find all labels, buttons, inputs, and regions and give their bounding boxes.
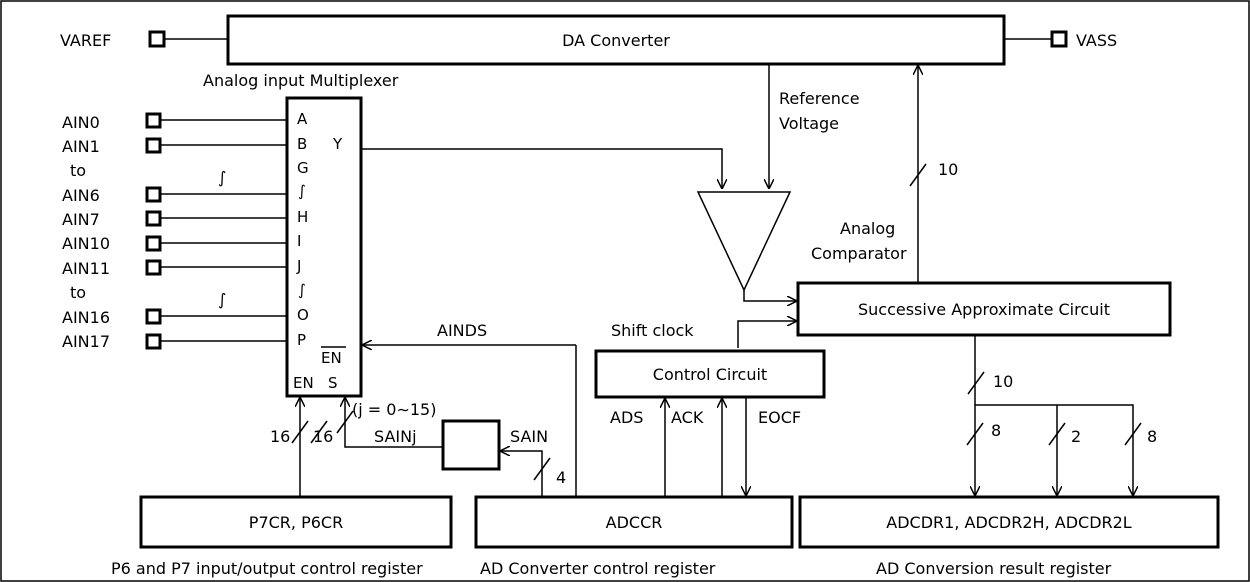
result-bus-width: 10 xyxy=(993,372,1013,391)
da-converter-block xyxy=(226,14,1006,66)
eocf-label: EOCF xyxy=(758,408,801,427)
varef-pin xyxy=(148,30,166,48)
ref-voltage-label-2: Voltage xyxy=(779,114,839,133)
control-circuit-label: Control Circuit xyxy=(653,365,767,384)
comparator-to-sar xyxy=(743,290,796,301)
mux-port-wave1: ∫ xyxy=(298,182,306,200)
j-range-label: (j = 0∼15) xyxy=(352,400,436,419)
ain16-label: AIN16 xyxy=(62,308,110,327)
adcdr1-slash xyxy=(966,422,984,446)
mux-y-to-comparator xyxy=(361,148,722,188)
mux-port-j: J xyxy=(296,257,301,275)
mux-port-g: G xyxy=(297,159,309,177)
control-circuit-block xyxy=(594,349,826,399)
comparator-label-2: Comparator xyxy=(811,244,907,263)
adcdr2h-slash xyxy=(1048,422,1066,446)
mux-port-labels: A B G ∫ H I J ∫ O P Y EN EN S xyxy=(293,110,346,392)
sar-to-da-width: 10 xyxy=(938,160,958,179)
p6p7-caption: P6 and P7 input/output control register xyxy=(111,559,423,578)
ack-label: ACK xyxy=(671,408,704,427)
ain11-label: AIN11 xyxy=(62,259,110,278)
mux-port-en-bar: EN xyxy=(321,349,342,367)
p6cr-slash xyxy=(310,420,328,444)
sainj-label: SAINj xyxy=(374,427,417,446)
ain7-label: AIN7 xyxy=(62,210,100,229)
successive-approximate-block xyxy=(796,281,1172,337)
adccr-caption: AD Converter control register xyxy=(480,559,716,578)
sain-width: 4 xyxy=(556,468,566,487)
shift-clock-label: Shift clock xyxy=(611,321,694,340)
ain1-label: AIN1 xyxy=(62,137,100,156)
ainds-label: AINDS xyxy=(437,321,487,340)
comparator-label-1: Analog xyxy=(840,219,895,238)
result-bus-slash xyxy=(967,371,985,395)
mux-port-y: Y xyxy=(332,135,343,153)
p7cr-width: 16 xyxy=(270,427,290,446)
ain16-pin xyxy=(145,308,162,325)
mux-port-wave2: ∫ xyxy=(298,281,306,299)
ain6-pin xyxy=(145,186,162,203)
ads-label: ADS xyxy=(610,408,643,427)
mux-port-p: P xyxy=(297,331,306,349)
mux-port-o: O xyxy=(297,306,309,324)
wave-left-2: ∫ xyxy=(218,290,226,309)
mux-port-en: EN xyxy=(293,374,314,392)
vass-label: VASS xyxy=(1076,31,1117,50)
mux-port-i: I xyxy=(297,232,301,250)
ain17-label: AIN17 xyxy=(62,332,110,351)
adcdr1-width: 8 xyxy=(991,421,1001,440)
ain17-pin xyxy=(145,333,162,350)
p7cr-p6cr-label: P7CR, P6CR xyxy=(249,513,343,532)
sar-to-da-slash xyxy=(909,163,927,187)
vass-pin xyxy=(1050,30,1068,48)
adcdr-caption: AD Conversion result register xyxy=(876,559,1112,578)
sain-label: SAIN xyxy=(510,427,548,446)
analog-comparator-symbol xyxy=(696,191,792,292)
adcdr2h-width: 2 xyxy=(1071,427,1081,446)
ain7-pin xyxy=(145,210,162,227)
p7cr-p6cr-block xyxy=(139,495,453,549)
ain10-pin xyxy=(145,235,162,252)
da-converter-label: DA Converter xyxy=(562,31,670,50)
p7cr-slash xyxy=(291,420,309,444)
ain6-label: AIN6 xyxy=(62,186,100,205)
adccr-block xyxy=(474,495,794,549)
sain-slash xyxy=(533,457,551,481)
adcdr-label: ADCDR1, ADCDR2H, ADCDR2L xyxy=(886,513,1132,532)
result-bus-branch-2l xyxy=(975,404,1133,495)
adcdr-block xyxy=(798,495,1220,549)
sain-bus xyxy=(501,451,543,497)
adcdr2l-width: 8 xyxy=(1147,427,1157,446)
sainj-line xyxy=(345,398,443,448)
p6cr-width: 16 xyxy=(313,427,333,446)
mux-caption: Analog input Multiplexer xyxy=(203,71,399,90)
ain10-label: AIN10 xyxy=(62,234,110,253)
ain0-label: AIN0 xyxy=(62,113,100,132)
mux-port-b: B xyxy=(297,135,307,153)
sain-decoder-block xyxy=(441,419,501,471)
sainj-slash xyxy=(336,410,354,434)
ain1-pin xyxy=(145,137,162,154)
adcdr2l-slash xyxy=(1124,422,1142,446)
to-label-1: to xyxy=(70,161,86,180)
successive-approximate-label: Successive Approximate Circuit xyxy=(858,300,1110,319)
ain11-pin xyxy=(145,259,162,276)
ain0-pin xyxy=(145,112,162,129)
mux-port-s: S xyxy=(328,374,338,392)
wave-left-1: ∫ xyxy=(218,168,226,187)
analog-input-pins: AIN0 AIN1 to ∫ AIN6 AIN7 AIN10 AIN11 to … xyxy=(62,112,287,351)
mux-port-a: A xyxy=(297,110,308,128)
ref-voltage-label-1: Reference xyxy=(779,89,860,108)
varef-label: VAREF xyxy=(60,31,111,50)
mux-port-h: H xyxy=(297,208,308,226)
adccr-label: ADCCR xyxy=(606,513,663,532)
shift-clock-line xyxy=(737,321,796,348)
to-label-2: to xyxy=(70,283,86,302)
